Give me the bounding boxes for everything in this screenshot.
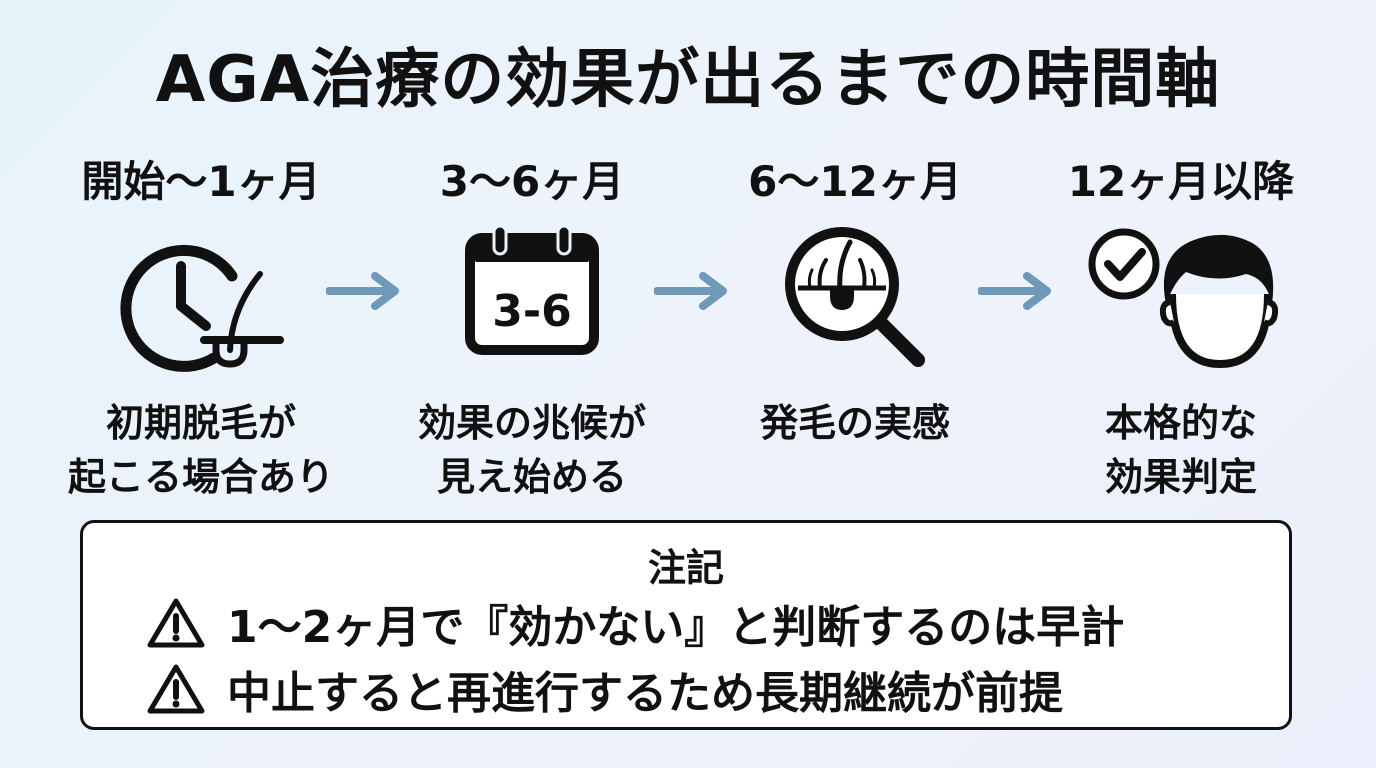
- stage-desc-3: 発毛の実感: [685, 396, 1025, 450]
- stage-desc-4: 本格的な 効果判定: [1011, 396, 1351, 504]
- calendar-range-text: 3-6: [492, 286, 572, 337]
- stage-desc-2: 効果の兆候が 見え始める: [362, 396, 702, 504]
- clock-hair-icon: [120, 244, 284, 372]
- magnifier-hair-icon: [785, 227, 925, 367]
- notes-title: 注記: [647, 546, 724, 590]
- stage-desc-1: 初期脱毛が 起こる場合あり: [31, 396, 371, 504]
- stage-desc-2-line-1: 効果の兆候が: [417, 401, 646, 445]
- notes-box: 注記 1〜2ヶ月で『効かない』と判断するのは早計 中止すると再進行するため長期継…: [80, 520, 1292, 730]
- stage-label-2: 3〜6ヶ月: [439, 157, 625, 206]
- arrow-right-icon: [326, 272, 399, 310]
- note-item-1-text: 1〜2ヶ月で『効かない』と判断するのは早計: [227, 602, 1125, 653]
- warning-icon: [147, 598, 205, 648]
- stage-desc-1-line-1: 初期脱毛が: [105, 401, 296, 445]
- stage-label-3: 6〜12ヶ月: [748, 157, 962, 206]
- check-face-icon: [1088, 228, 1279, 369]
- stage-desc-2-line-2: 見え始める: [436, 455, 627, 499]
- stage-desc-1-line-2: 起こる場合あり: [67, 455, 334, 499]
- note-item-1: 1〜2ヶ月で『効かない』と判断するのは早計: [145, 593, 1124, 653]
- warning-icon: [147, 664, 205, 714]
- stage-desc-4-line-1: 本格的な: [1104, 401, 1257, 445]
- stage-desc-4-line-2: 効果判定: [1104, 455, 1257, 499]
- stage-desc-3-line-1: 発毛の実感: [759, 401, 950, 445]
- note-item-2-text: 中止すると再進行するため長期継続が前提: [227, 668, 1063, 719]
- arrow-right-icon: [654, 272, 727, 310]
- note-item-2: 中止すると再進行するため長期継続が前提: [145, 659, 1063, 719]
- stage-label-4: 12ヶ月以降: [1067, 157, 1295, 206]
- calendar-icon: 3-6: [465, 224, 599, 355]
- arrow-right-icon: [978, 272, 1051, 310]
- page-title: AGA治療の効果が出るまでの時間軸: [155, 43, 1221, 117]
- stage-label-1: 開始〜1ヶ月: [81, 157, 321, 206]
